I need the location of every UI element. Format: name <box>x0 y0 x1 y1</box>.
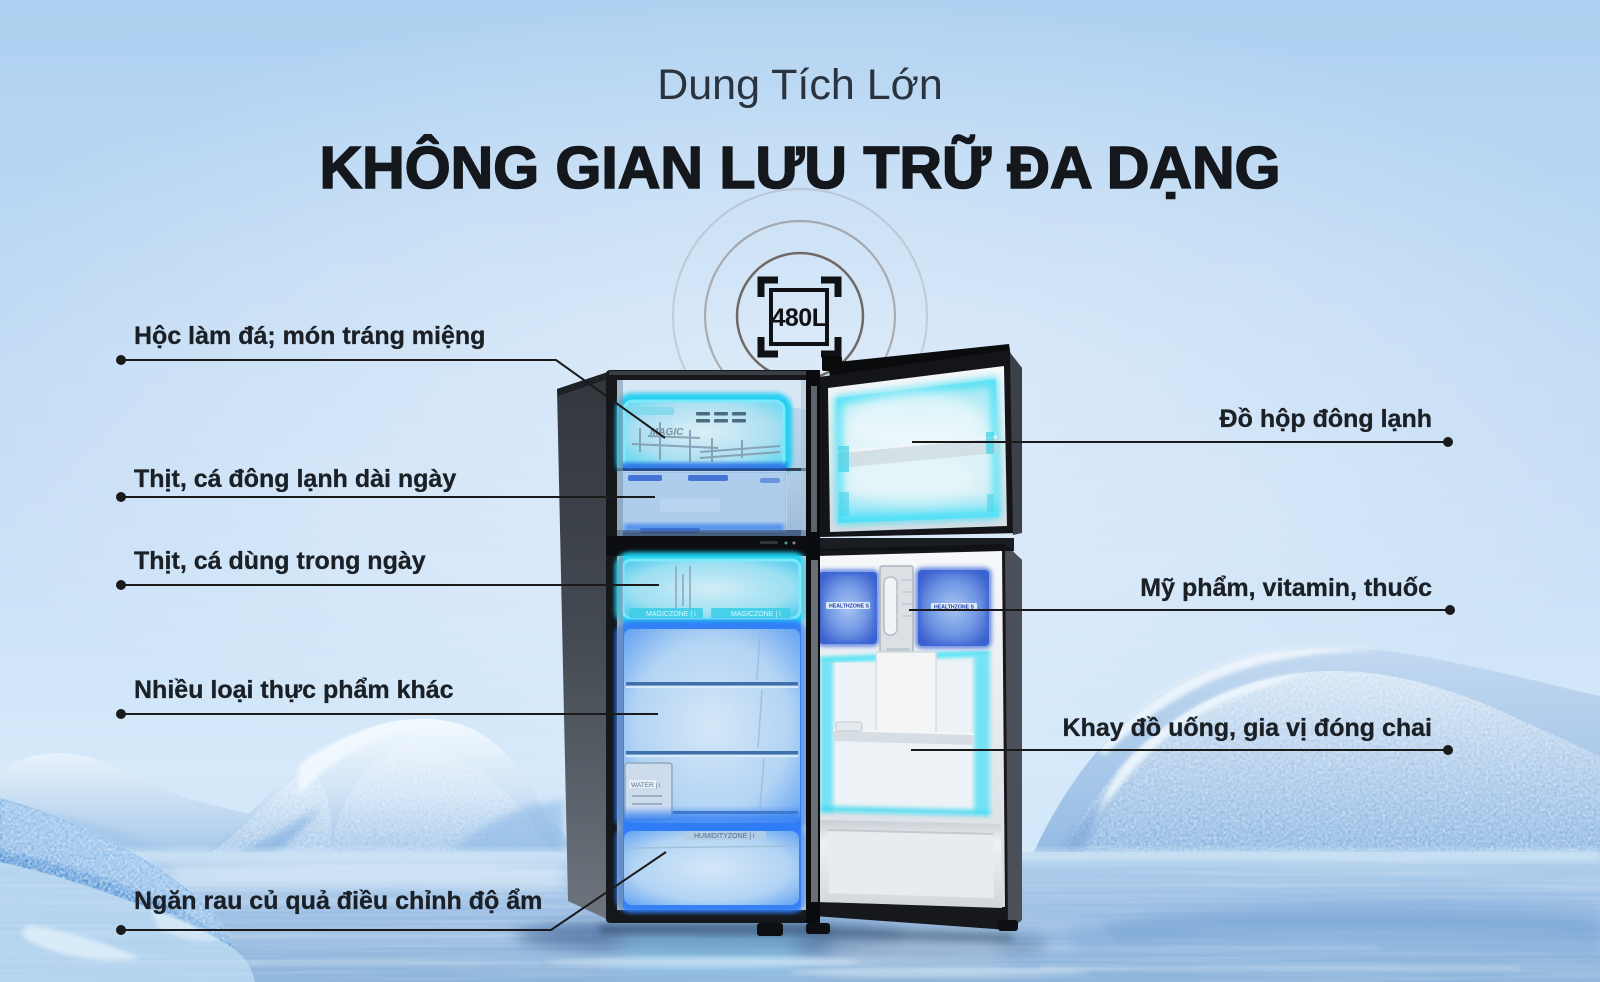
svg-text:MAGICZONE | i: MAGICZONE | i <box>646 611 696 618</box>
svg-text:HUMIDITYZONE | i: HUMIDITYZONE | i <box>694 833 755 840</box>
svg-text:MAGIC: MAGIC <box>650 427 684 438</box>
svg-text:HEALTHZONE S: HEALTHZONE S <box>934 605 975 611</box>
svg-text:HEALTHZONE S: HEALTHZONE S <box>829 604 870 610</box>
svg-text:480L: 480L <box>772 304 827 332</box>
svg-text:WATER | i: WATER | i <box>631 782 661 789</box>
svg-text:MAGICZONE | i: MAGICZONE | i <box>731 611 781 618</box>
